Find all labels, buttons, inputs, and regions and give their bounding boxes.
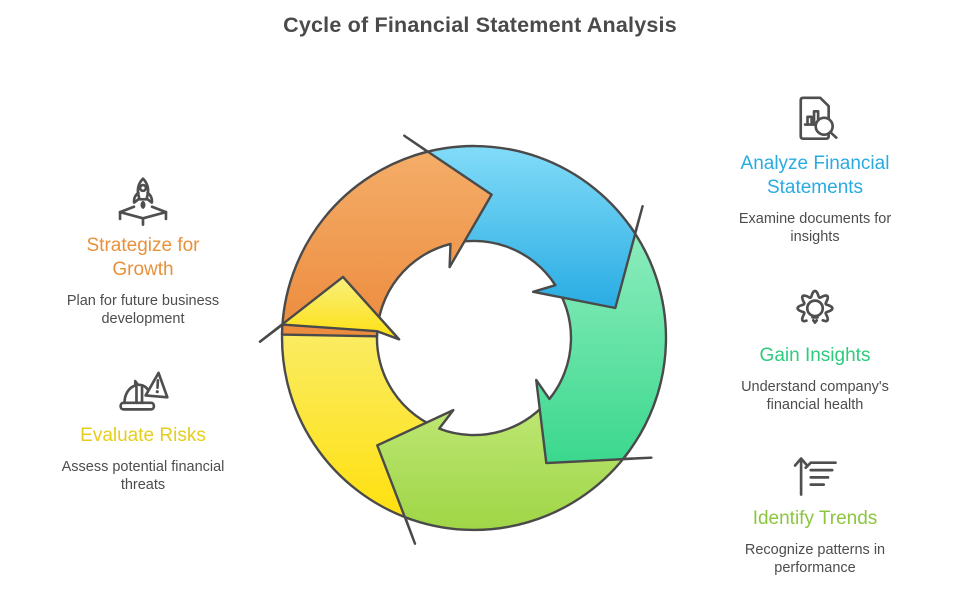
item-identify-trends: Identify Trends Recognize patterns in pe… — [718, 447, 912, 577]
item-subtitle: Examine documents for insights — [738, 211, 892, 245]
item-subtitle: Recognize patterns in performance — [744, 542, 886, 576]
item-title: Analyze Financial Statements — [740, 153, 890, 198]
hard-hat-warning-icon — [114, 364, 172, 418]
rocket-launch-icon — [114, 174, 172, 228]
cycle-diagram — [258, 134, 668, 545]
item-title: Gain Insights — [759, 345, 871, 366]
item-subtitle: Plan for future business development — [66, 293, 220, 327]
item-title: Evaluate Risks — [80, 425, 206, 446]
item-gain-insights: Gain Insights Understand company's finan… — [718, 284, 912, 414]
item-title: Strategize for Growth — [86, 235, 200, 280]
item-title: Identify Trends — [752, 508, 878, 529]
document-magnifier-icon — [786, 92, 844, 146]
item-evaluate-risks: Evaluate Risks Assess potential financia… — [43, 364, 243, 494]
gear-lightbulb-icon — [786, 284, 844, 338]
page-title: Cycle of Financial Statement Analysis — [283, 13, 677, 37]
trend-arrow-icon — [786, 447, 844, 501]
item-subtitle: Assess potential financial threats — [61, 459, 225, 493]
cycle-arrow-yellow-head — [258, 275, 401, 343]
item-strategize-for-growth: Strategize for Growth Plan for future bu… — [43, 174, 243, 328]
item-subtitle: Understand company's financial health — [741, 379, 889, 413]
item-analyze-financial-statements: Analyze Financial Statements Examine doc… — [718, 92, 912, 246]
